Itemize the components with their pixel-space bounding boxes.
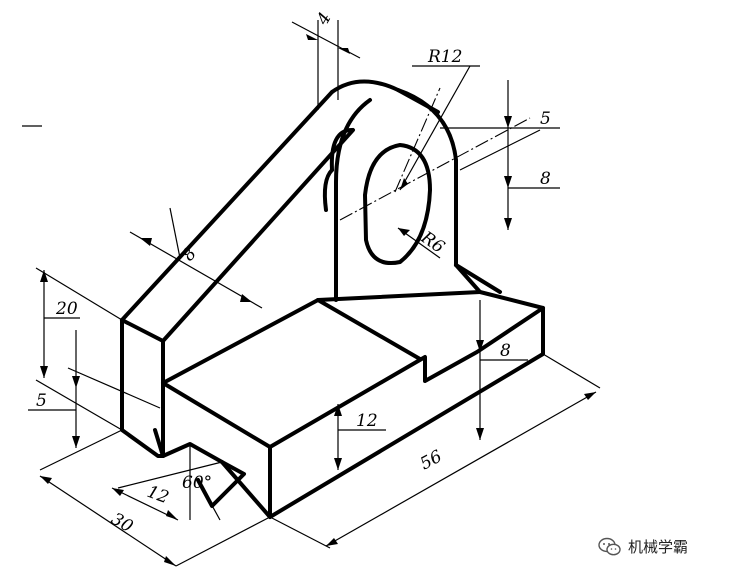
dim-angle-60: 60° — [182, 473, 212, 493]
dimension-labels: 4 R12 5 8 R6 8 20 5 8 12 56 12 60° 30 — [36, 9, 551, 537]
center-lines — [339, 87, 531, 221]
arrowheads — [40, 34, 596, 566]
dim-5-left: 5 — [36, 391, 47, 411]
dim-5-top: 5 — [540, 109, 551, 129]
dim-8-right: 8 — [540, 169, 551, 189]
dim-12-slot: 12 — [144, 482, 171, 508]
watermark: 机械学霸 — [598, 536, 688, 557]
dim-56: 56 — [417, 447, 446, 475]
dim-12-height: 12 — [356, 411, 378, 431]
dim-r12: R12 — [427, 47, 462, 67]
watermark-text: 机械学霸 — [628, 538, 689, 556]
dim-8-step: 8 — [500, 341, 511, 361]
dim-20: 20 — [55, 299, 78, 319]
part-outline — [120, 79, 545, 519]
dim-4: 4 — [313, 9, 336, 29]
wechat-icon — [598, 537, 621, 555]
dim-30: 30 — [108, 509, 137, 537]
dimension-lines — [22, 20, 601, 567]
